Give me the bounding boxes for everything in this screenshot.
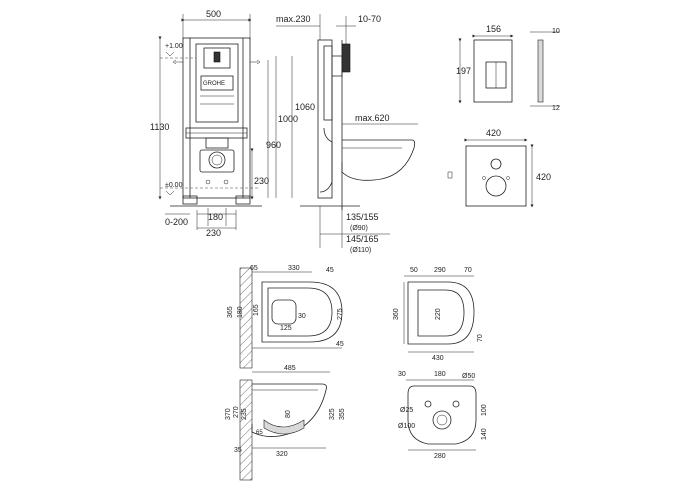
dim-0-200: 0-200 [165,217,188,227]
dim-325: 325 [329,408,336,420]
dim-45-top: 45 [326,267,334,274]
dim-135-155: 135/155 [346,212,379,222]
dim-270: 270 [233,406,240,418]
dim-d50: Ø50 [462,373,475,380]
bowl-side-view: 485 370 270 235 80 325 355 65 35 320 [225,365,346,481]
level-plus-100: +1.00 [165,43,183,50]
dim-30: 30 [298,313,306,320]
dim-485: 485 [284,365,296,372]
dim-plate-height: 197 [456,66,471,76]
dim-235: 235 [241,408,248,420]
dim-plate-depth-10: 10 [552,28,560,35]
dim-145-165: 145/165 [346,234,379,244]
dim-65: 65 [250,265,258,272]
seat-top-view: 50 290 70 360 220 70 430 [393,267,484,362]
dim-mat-width: 420 [486,128,501,138]
level-zero: ±0.00 [165,182,183,189]
dim-230: 230 [206,228,221,238]
dim-80: 80 [285,410,292,418]
dim-d110: (Ø110) [350,247,371,254]
dim-45-bottom: 45 [336,341,344,348]
dim-360: 360 [393,308,400,320]
dim-d90: (Ø90) [350,225,368,232]
dim-165: 165 [253,304,260,316]
dim-290: 290 [434,267,446,274]
dim-65-side: 65 [256,430,263,436]
dim-70: 70 [464,267,472,274]
bowl-back-view: 30 180 Ø50 Ø25 Ø100 100 140 280 [398,371,488,460]
side-view: max.230 10-70 1060 max.620 135/155 (Ø90)… [276,14,418,254]
dim-320: 320 [276,451,288,458]
dim-180: 180 [208,212,223,222]
dim-10-70: 10-70 [358,14,381,24]
dim-370: 370 [225,408,232,420]
dim-140: 140 [481,428,488,440]
dim-frame-width: 500 [206,9,221,19]
dim-1000: 1000 [278,114,298,124]
dim-430: 430 [432,355,444,362]
dim-365: 365 [227,306,234,318]
dim-30-back: 30 [398,371,406,378]
dim-180-back: 180 [434,371,446,378]
dim-mat-height: 420 [536,172,551,182]
dim-220: 220 [435,308,442,320]
bowl-top-view: 65 330 45 365 180 165 275 30 125 45 [227,265,344,369]
dim-50: 50 [410,267,418,274]
dim-125: 125 [280,325,292,332]
dim-960: 960 [266,140,281,150]
flush-plate: 156 197 10 12 [456,24,560,112]
dim-d25: Ø25 [400,407,413,414]
dim-frame-height: 1130 [150,122,169,132]
dim-plate-depth-12: 12 [552,105,560,112]
dim-max620: max.620 [355,113,390,123]
dim-35: 35 [234,447,242,454]
dim-275: 275 [337,308,344,320]
brand-logo: GROHE [203,81,225,87]
dim-plate-width: 156 [486,24,501,34]
dim-1060: 1060 [295,102,315,112]
dim-max230: max.230 [276,14,311,24]
dim-100-back: 100 [481,404,488,416]
dim-70-right: 70 [477,334,484,342]
frame-front-view: 500 GROHE 1130 +1.00 ±0.00 [150,9,298,238]
dim-355: 355 [339,408,346,420]
dim-330: 330 [288,265,300,272]
dim-230-height: 230 [254,176,269,186]
dim-280: 280 [434,453,446,460]
dim-d100: Ø100 [398,423,415,430]
sound-mat: 420 420 [447,128,551,208]
dim-180-top: 180 [237,306,244,318]
